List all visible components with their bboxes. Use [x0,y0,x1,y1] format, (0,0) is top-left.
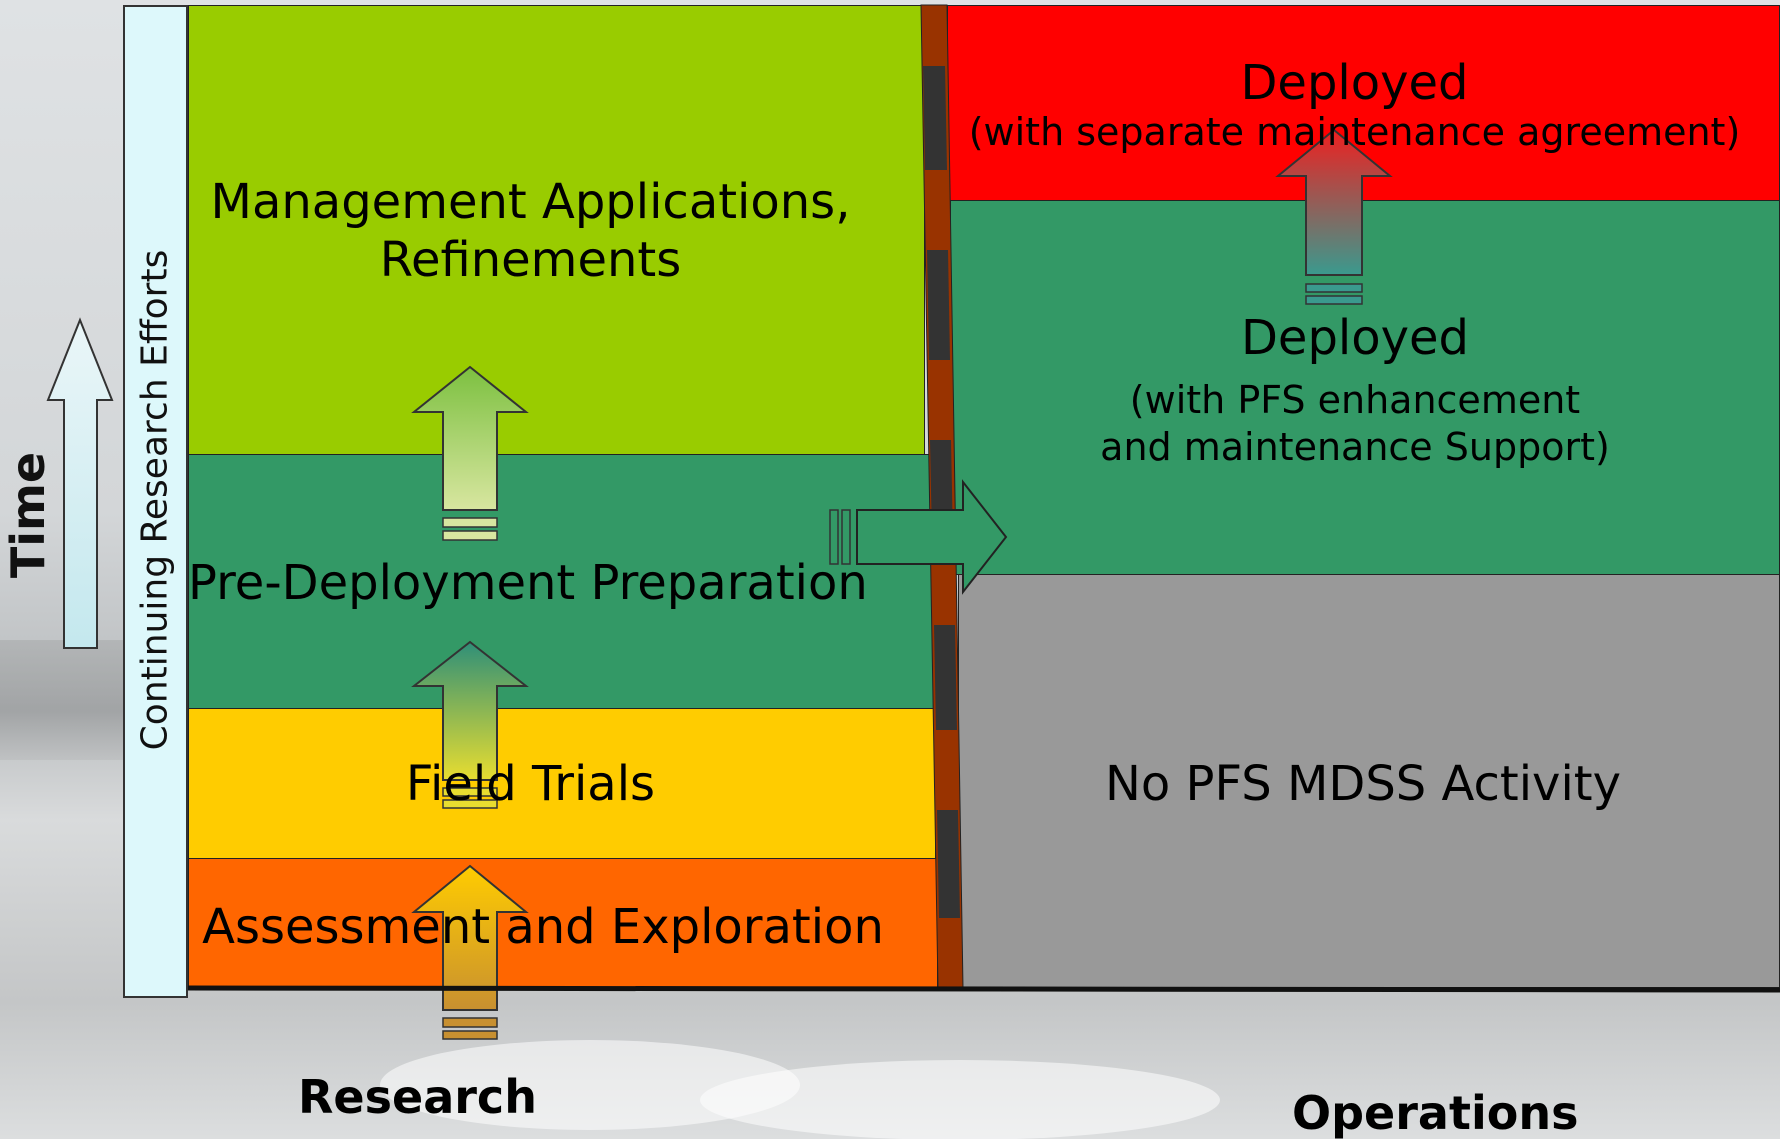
arrow-assessment-to-trials [411,864,529,1040]
pre-deployment-box [188,454,936,710]
research-footer-label: Research [298,1070,537,1124]
pre-deployment-label: Pre-Deployment Preparation [188,555,868,611]
cloud-decoration [700,1060,1220,1140]
time-axis-label: Time [1,451,55,579]
deployed-pfs-title: Deployed [1240,310,1470,366]
road-background [0,640,130,760]
deployed-separate-title: Deployed [1240,55,1469,111]
management-box [188,5,925,455]
continuing-research-sidebar [123,5,188,998]
bottom-axis-line [187,985,1780,993]
assessment-label: Assessment and Exploration [202,899,884,955]
divider-dashes [923,66,960,918]
management-label: Management Applications, Refinements [210,174,851,288]
arrow-predeploy-to-deployed [829,479,1008,595]
no-activity-label: No PFS MDSS Activity [1104,756,1622,812]
no-activity-box [958,574,1780,988]
field-trials-label: Field Trials [405,756,656,812]
arrow-pfs-to-separate [1275,128,1393,305]
deployed-separate-subtitle: (with separate maintenance agreement) [968,110,1741,154]
sidebar-label: Continuing Research Efforts [134,249,176,751]
deployed-pfs-subtitle: (with PFS enhancement and maintenance Su… [1100,378,1610,469]
time-arrow [46,317,114,649]
operations-footer-label: Operations [1292,1086,1579,1140]
arrow-trials-to-predeploy [411,640,529,809]
arrow-predeploy-to-management [411,365,529,541]
